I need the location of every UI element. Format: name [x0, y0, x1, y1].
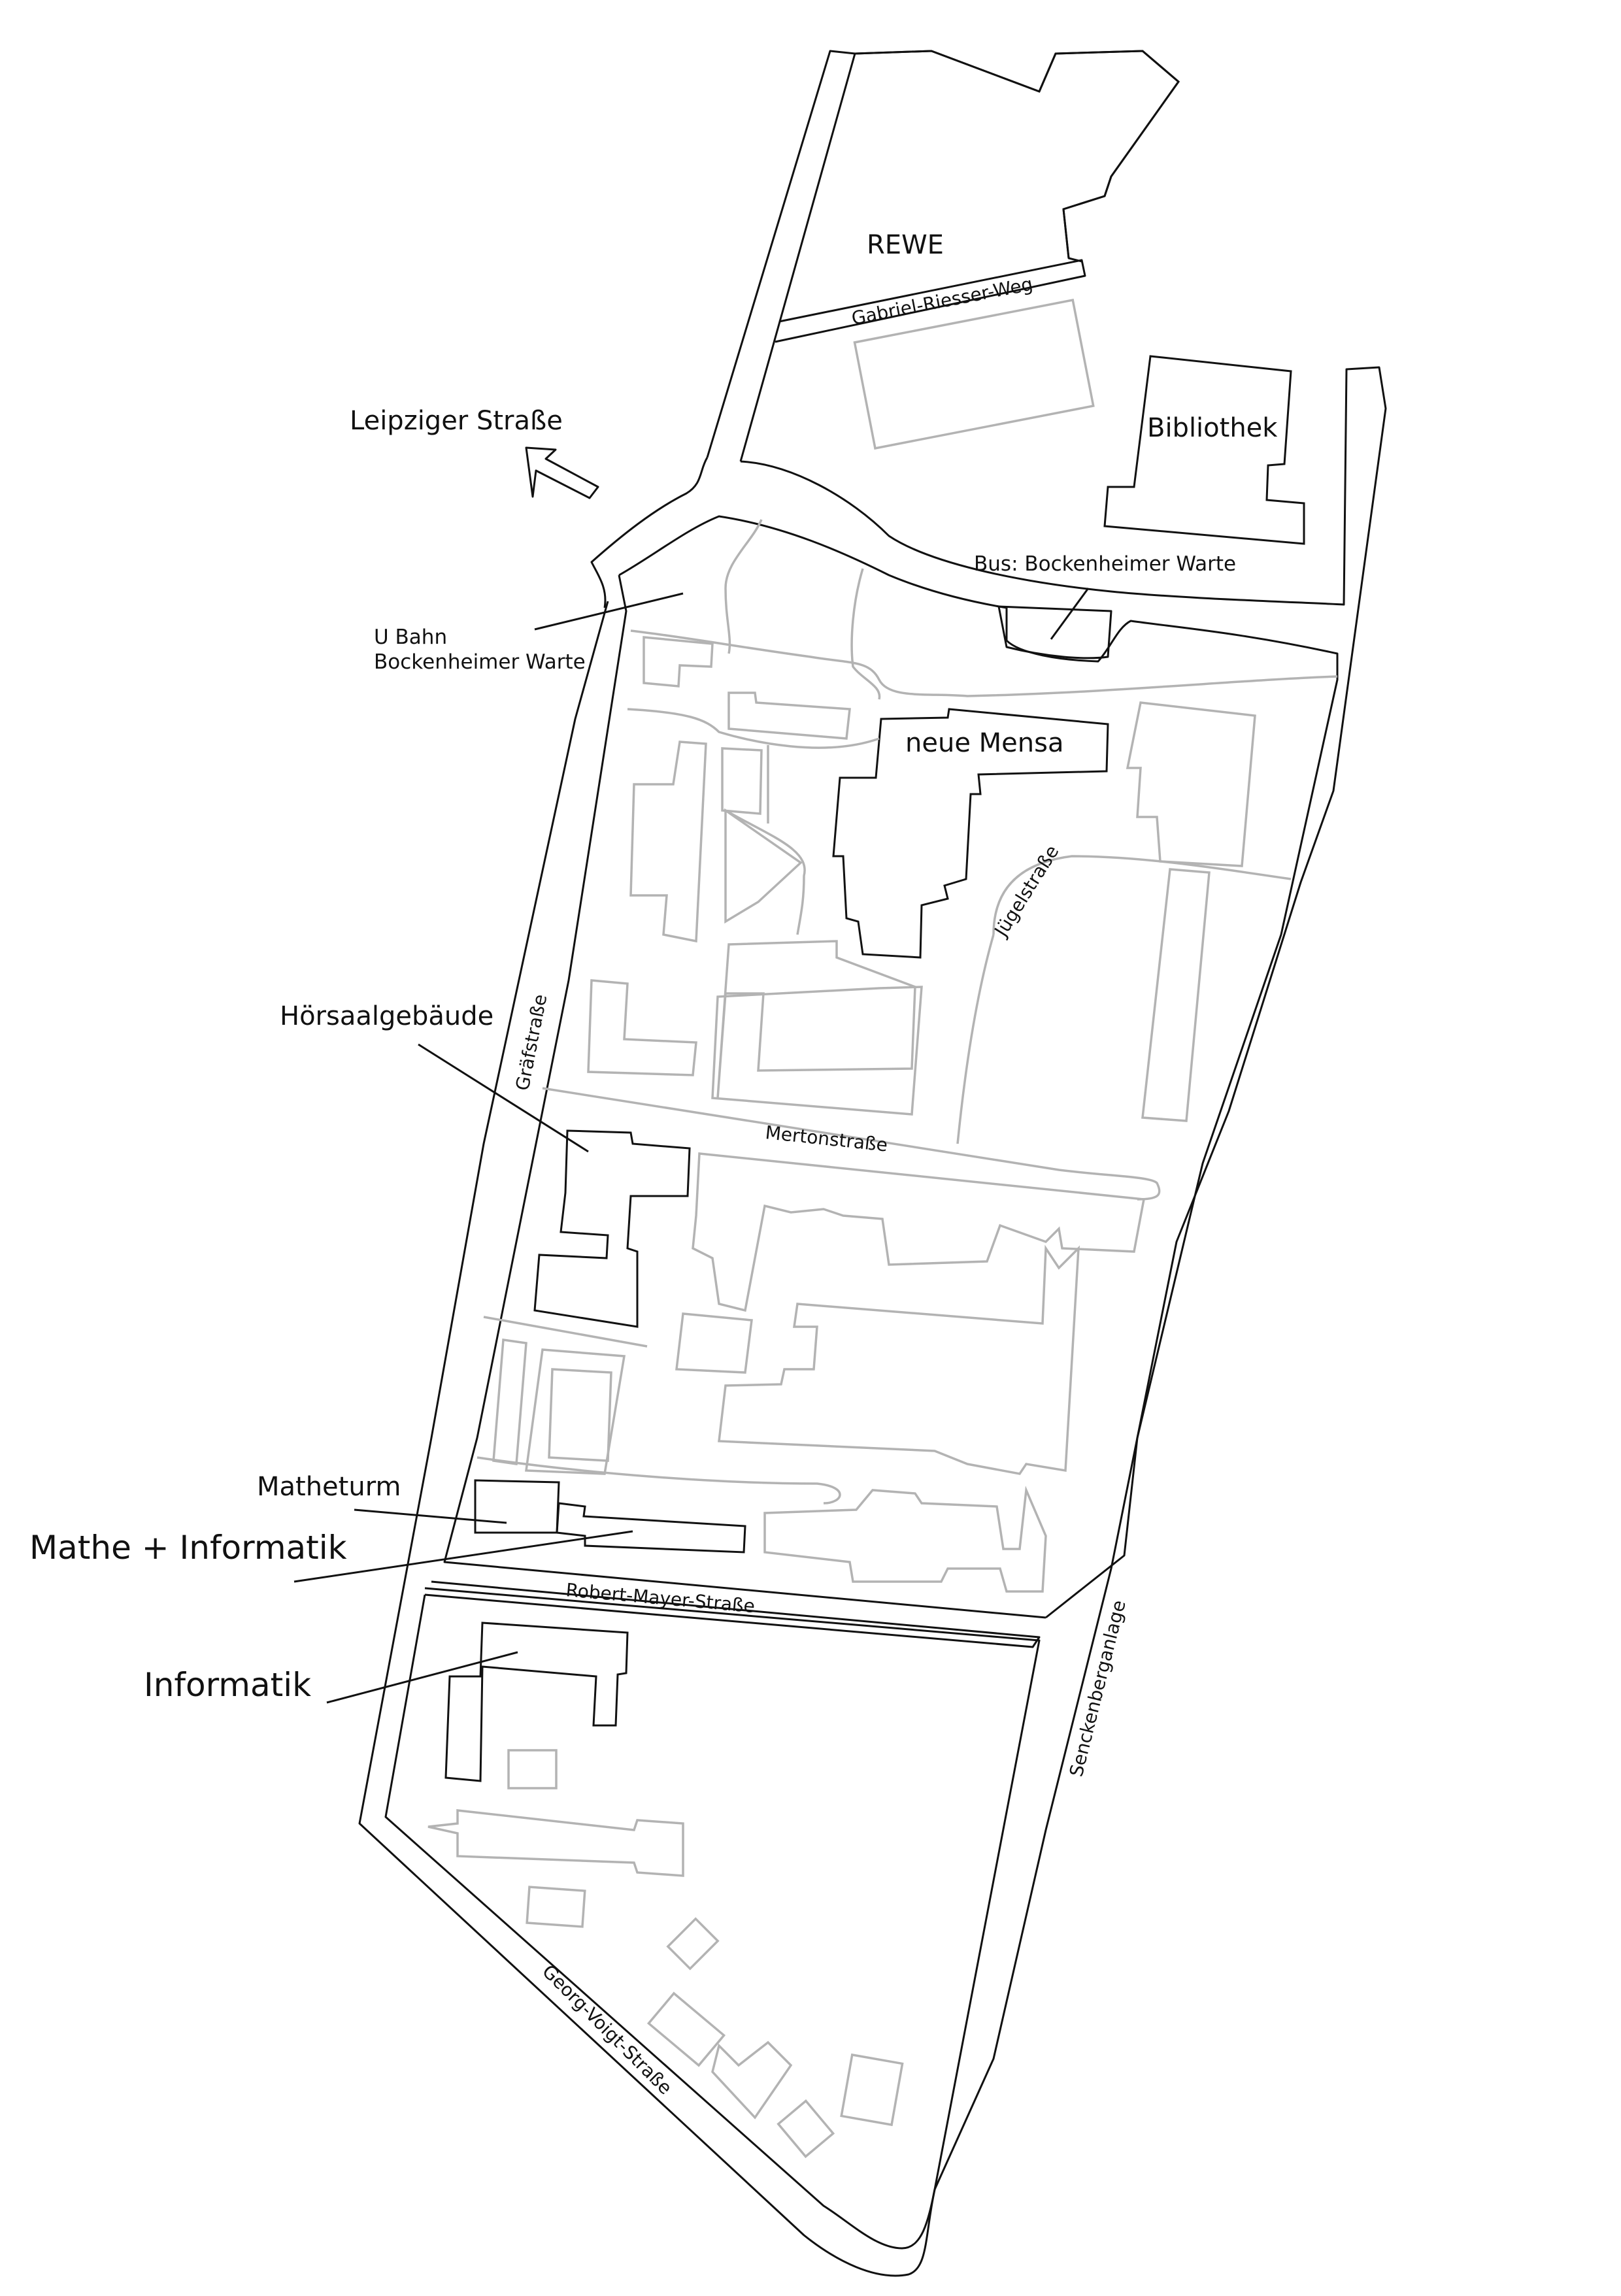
- grey-path-e: [725, 809, 806, 935]
- rewe-parking: [853, 299, 1095, 450]
- label-graefstrasse: Gräfstraße: [511, 992, 551, 1092]
- rewe-building: [854, 50, 1180, 259]
- label-neue-mensa: neue Mensa: [905, 728, 1063, 758]
- grey-block-5: [1126, 701, 1256, 867]
- label-juegelstrasse: Jügelstraße: [990, 841, 1063, 941]
- grey-block-2: [727, 691, 851, 740]
- road-rewe-access: [706, 50, 856, 462]
- label-bibliothek: Bibliothek: [1147, 413, 1278, 443]
- campus-north-boundary: [618, 515, 1339, 1619]
- bus-island: [997, 605, 1112, 659]
- grey-block-3: [629, 740, 707, 943]
- informatik-building: [444, 1622, 629, 1782]
- grey-path-d: [627, 708, 880, 749]
- hoersaalgebaeude-building: [533, 1129, 691, 1328]
- pointer-u-bahn: [534, 592, 684, 631]
- label-robert-mayer-strasse: Robert-Mayer-Straße: [565, 1579, 756, 1617]
- grey-block-23: [777, 2099, 835, 2159]
- label-hoersaalgebaeude: Hörsaalgebäude: [280, 1001, 493, 1031]
- grey-triangle: [724, 808, 803, 924]
- grey-path-g: [992, 855, 1292, 935]
- grey-path-b: [850, 568, 881, 700]
- grey-path-c: [630, 629, 1338, 697]
- grey-block-19: [526, 1886, 586, 1928]
- grey-path-i: [483, 1316, 648, 1348]
- grey-block-8: [711, 986, 923, 1116]
- mathe-informatik-building: [556, 1502, 746, 1554]
- grey-block-10: [692, 1152, 1146, 1312]
- grey-block-13: [492, 1339, 527, 1465]
- road-bockenheimer-warte: [590, 457, 709, 608]
- labels: REWE Gabriel-Riesser-Weg Bibliothek Leip…: [29, 230, 1278, 2099]
- grey-block-22: [711, 2040, 793, 2120]
- grey-path-h: [956, 934, 995, 1144]
- label-rewe: REWE: [867, 230, 944, 260]
- leipziger-strasse-arrow: [525, 446, 599, 499]
- neue-mensa-building: [832, 708, 1109, 959]
- label-bus-stop: Bus: Bockenheimer Warte: [974, 552, 1236, 576]
- grey-block-21: [646, 1991, 726, 2067]
- pointer-informatik: [326, 1651, 518, 1704]
- grey-path-j: [476, 1456, 841, 1505]
- grey-path-mertonstr: [542, 1087, 1161, 1201]
- grey-block-1: [643, 636, 714, 688]
- gabriel-riesser-weg: [775, 259, 1086, 343]
- grey-block-6: [1141, 868, 1211, 1122]
- label-matheturm: Matheturm: [257, 1472, 401, 1502]
- grey-block-18: [427, 1809, 684, 1877]
- grey-block-15: [548, 1368, 612, 1462]
- grey-block-14: [525, 1348, 626, 1475]
- pointer-lines: [293, 588, 1090, 1704]
- background-buildings: [427, 299, 1338, 2159]
- grey-block-11: [718, 1244, 1080, 1475]
- label-u-bahn-line2: Bockenheimer Warte: [374, 650, 586, 674]
- pointer-bus: [1050, 588, 1090, 640]
- campus-west-boundary: [443, 574, 1046, 1619]
- pointer-mathe-informatik: [293, 1530, 633, 1583]
- grey-block-9: [587, 979, 697, 1076]
- grey-block-24: [840, 2053, 904, 2127]
- featured-buildings: [444, 50, 1305, 1782]
- pointer-matheturm: [354, 1508, 507, 1524]
- grey-block-16: [763, 1486, 1047, 1593]
- label-leipziger-strasse: Leipziger Straße: [350, 406, 563, 436]
- robert-mayer-strasse: [424, 1580, 1041, 1648]
- label-u-bahn-line1: U Bahn: [374, 625, 447, 649]
- grey-block-4: [721, 747, 763, 815]
- bibliothek-building: [1103, 355, 1305, 545]
- grey-path-a: [724, 519, 763, 654]
- grey-block-12: [675, 1312, 753, 1374]
- label-informatik: Informatik: [144, 1666, 311, 1704]
- matheturm-building: [474, 1479, 560, 1534]
- road-upper-loop: [358, 366, 1387, 2277]
- label-mertonstrasse: Mertonstraße: [764, 1122, 888, 1156]
- grey-block-20: [666, 1917, 720, 1971]
- grey-block-7: [716, 940, 916, 1099]
- pointer-hoersaal: [418, 1043, 589, 1153]
- southern-block-outline: [384, 1587, 1041, 2250]
- label-mathe-informatik: Mathe + Informatik: [29, 1529, 347, 1567]
- grey-block-17: [507, 1749, 558, 1789]
- road-network: [358, 50, 1387, 2277]
